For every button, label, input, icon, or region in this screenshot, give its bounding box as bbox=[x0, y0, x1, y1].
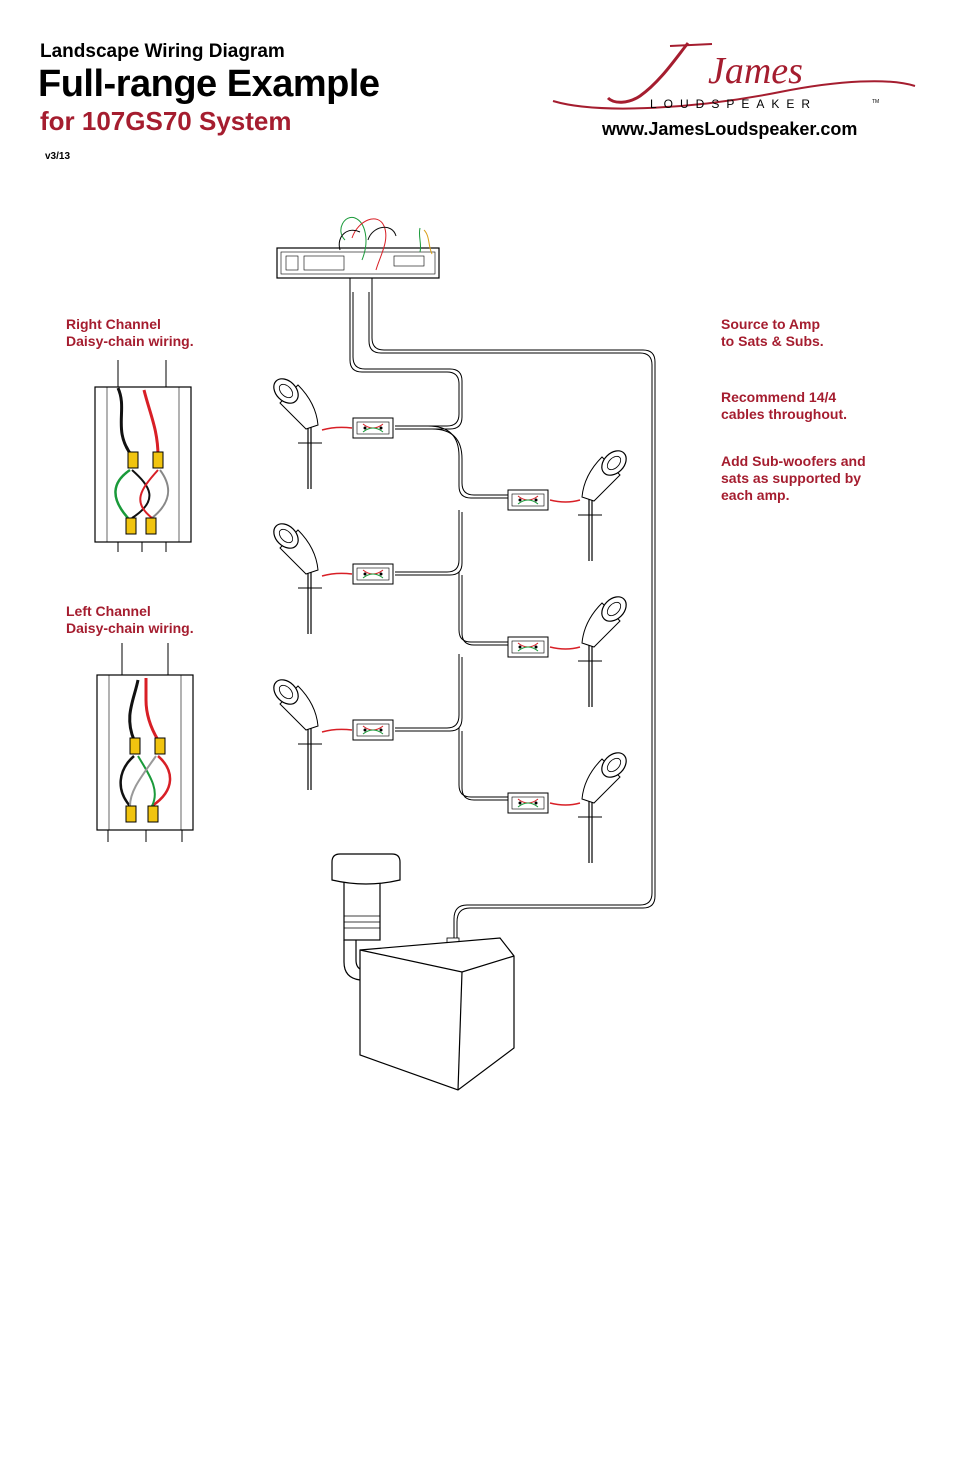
james-logo: James LOUDSPEAKER TM bbox=[552, 42, 916, 111]
right-channel-wiring-box bbox=[94, 360, 192, 552]
left-channel-note: Left Channel Daisy-chain wiring. bbox=[66, 603, 194, 636]
satellite-speaker-6 bbox=[507, 747, 632, 864]
cables-note: Recommend 14/4 cables throughout. bbox=[721, 389, 847, 422]
diagram-subtitle: Landscape Wiring Diagram bbox=[40, 41, 285, 62]
website-link[interactable]: www.JamesLoudspeaker.com bbox=[602, 119, 858, 139]
satellite-speaker-5 bbox=[268, 674, 394, 791]
cable-run bbox=[349, 292, 656, 948]
system-name: for 107GS70 System bbox=[40, 106, 292, 136]
source-note: Source to Amp to Sats & Subs. bbox=[721, 316, 824, 349]
satellite-speaker-3 bbox=[268, 518, 394, 635]
satellite-speaker-2 bbox=[507, 445, 632, 562]
subwoofer-note: Add Sub-woofers and sats as supported by… bbox=[721, 453, 866, 503]
satellite-speaker-1 bbox=[268, 373, 394, 490]
trademark: TM bbox=[872, 99, 879, 105]
right-channel-note: Right Channel Daisy-chain wiring. bbox=[66, 316, 194, 349]
left-channel-wiring-box bbox=[96, 643, 194, 842]
satellite-speaker-4 bbox=[507, 591, 632, 708]
diagram-title: Full-range Example bbox=[38, 63, 380, 105]
version-label: v3/13 bbox=[45, 151, 71, 162]
buried-subwoofer-icon bbox=[331, 853, 515, 1091]
logo-caption: LOUDSPEAKER bbox=[650, 97, 817, 111]
logo-script: James bbox=[708, 50, 803, 92]
amplifier-icon bbox=[276, 216, 440, 292]
